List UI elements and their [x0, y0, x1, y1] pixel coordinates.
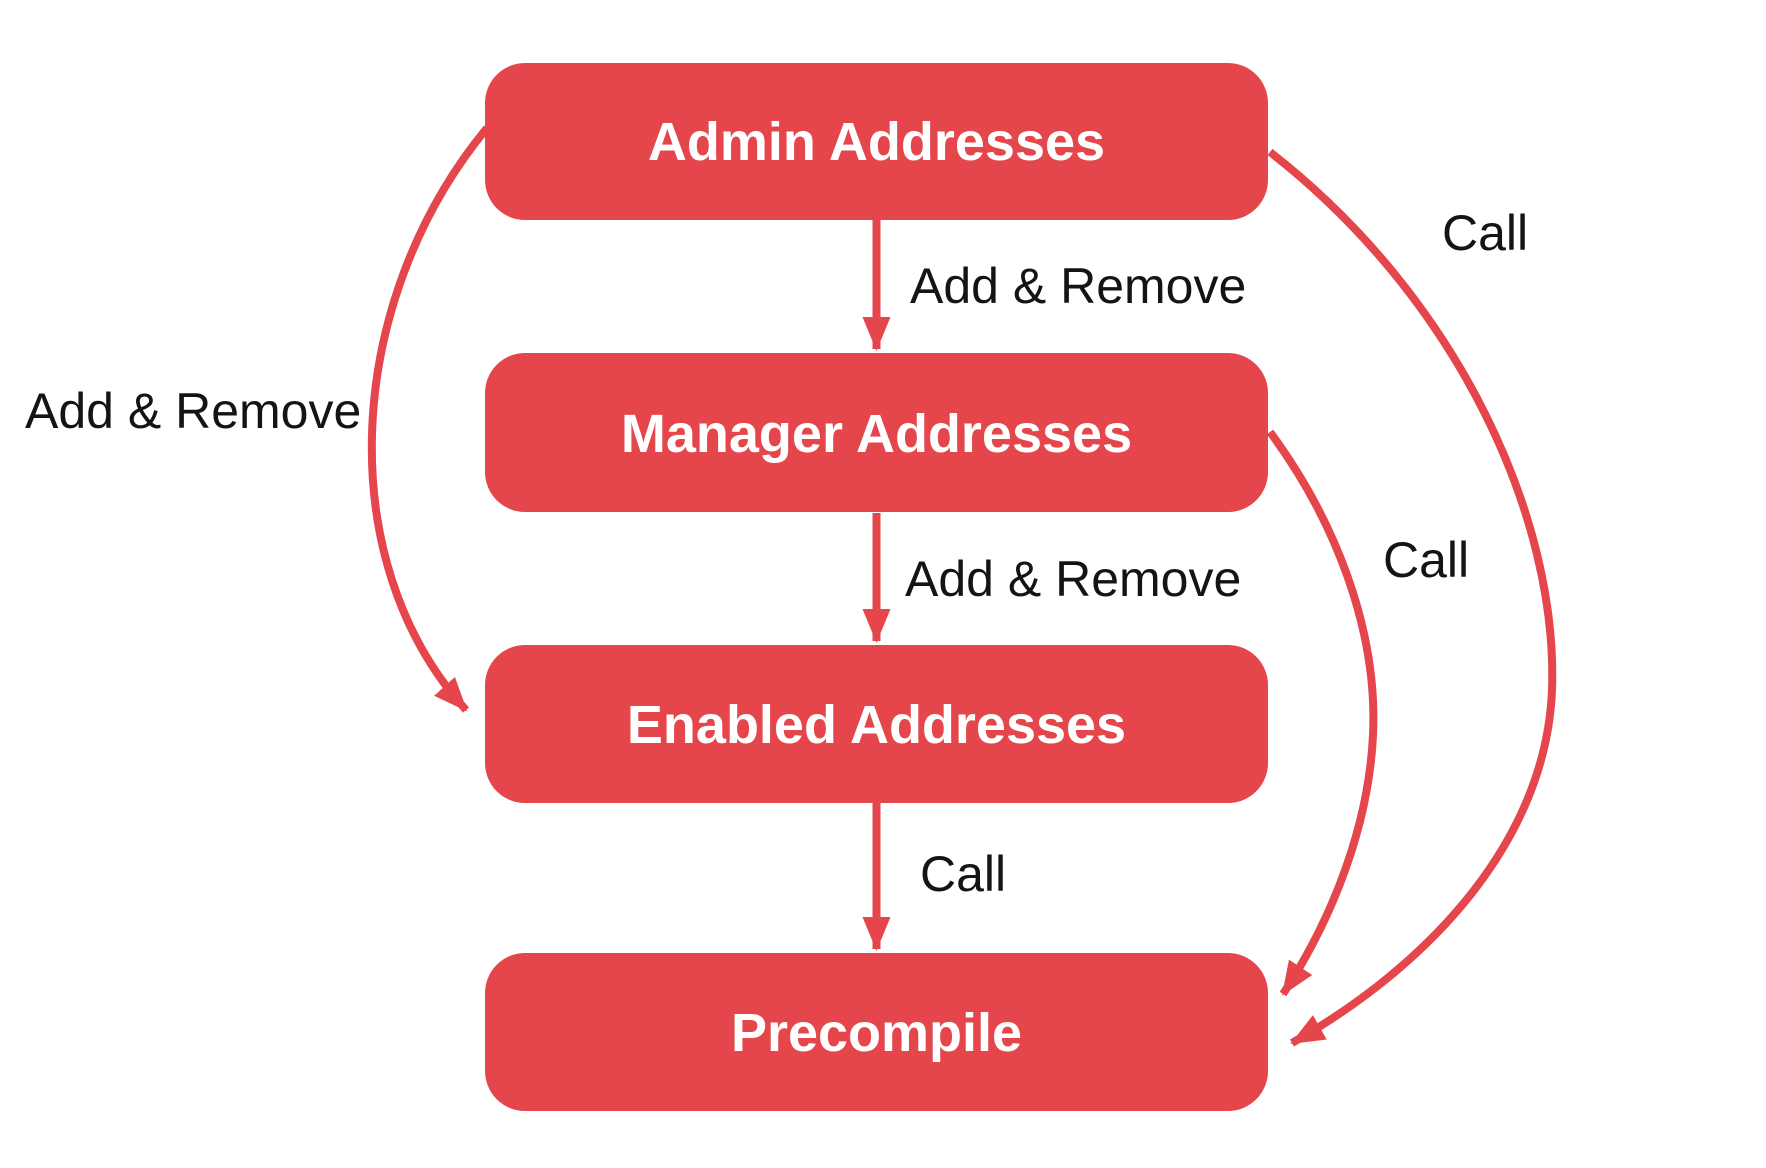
- node-precompile-label: Precompile: [731, 1003, 1022, 1063]
- edge-admin-to-precompile-line: [1267, 148, 1557, 1047]
- edge-label-admin-to-enabled: Add & Remove: [25, 383, 361, 439]
- node-precompile-box: [485, 953, 1268, 1111]
- node-manager-addresses-label: Manager Addresses: [621, 404, 1132, 464]
- node-enabled-addresses-label: Enabled Addresses: [627, 695, 1126, 755]
- edge-admin-to-enabled-line: [367, 125, 491, 713]
- node-manager-addresses: Manager Addresses: [485, 353, 1268, 512]
- node-admin-addresses-label: Admin Addresses: [648, 112, 1105, 172]
- node-precompile: Precompile: [485, 953, 1268, 1111]
- edge-label-admin-to-manager: Add & Remove: [910, 258, 1246, 314]
- node-admin-addresses: Admin Addresses: [485, 63, 1268, 220]
- node-admin-addresses-box: [485, 63, 1268, 220]
- edge-label-manager-to-precompile: Call: [1383, 532, 1469, 588]
- node-enabled-addresses: Enabled Addresses: [485, 645, 1268, 803]
- edge-manager-to-precompile-line: [1266, 429, 1378, 997]
- edge-label-enabled-to-precompile: Call: [920, 846, 1006, 902]
- edge-label-admin-to-precompile: Call: [1442, 205, 1528, 261]
- edge-label-manager-to-enabled: Add & Remove: [905, 551, 1241, 607]
- node-manager-addresses-box: [485, 353, 1268, 512]
- node-enabled-addresses-box: [485, 645, 1268, 803]
